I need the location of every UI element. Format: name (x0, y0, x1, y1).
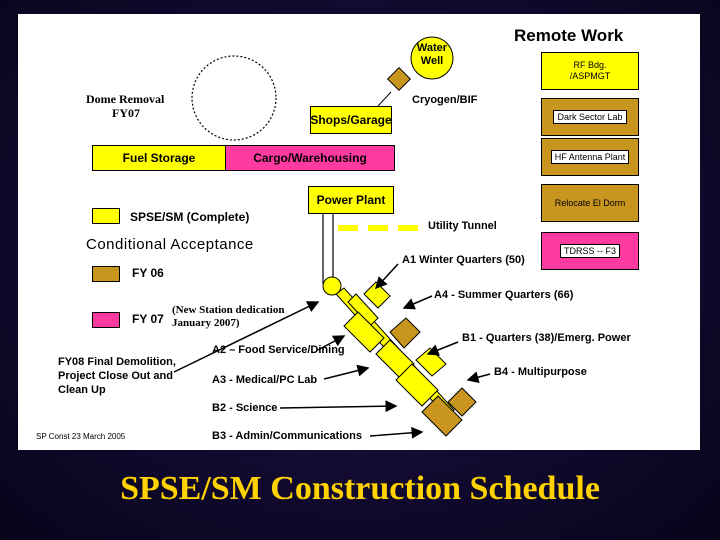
label-b1: B1 - Quarters (38)/Emerg. Power (462, 332, 631, 344)
cargo-warehousing-building: Cargo/Warehousing (225, 145, 395, 171)
slide-title: SPSE/SM Construction Schedule (120, 470, 600, 507)
arrow-a4 (402, 295, 433, 310)
legend-swatch-fy06 (92, 266, 120, 282)
diagram-graphics (173, 36, 491, 439)
legend-swatch-complete (92, 208, 120, 224)
utility-tunnel-label: Utility Tunnel (428, 220, 497, 232)
cryogen-building (386, 66, 412, 92)
power-plant-label: Power Plant (316, 193, 386, 207)
remote-item-tdrss: TDRSS -- F3 (541, 232, 639, 270)
fy08-line1: FY08 Final Demolition, (58, 356, 176, 368)
pod-b4 (415, 347, 447, 377)
pod-b3b (447, 387, 477, 417)
dome-removal-label: Dome Removal (86, 92, 165, 106)
cargo-warehousing-label: Cargo/Warehousing (253, 151, 367, 165)
remote-item-label: HF Antenna Plant (550, 150, 630, 164)
remote-item-rf-bdg: RF Bdg. /ASPMGT (541, 52, 639, 90)
arrow-a2 (317, 335, 346, 351)
cryogen-connector (377, 91, 392, 107)
shops-garage-label: Shops/Garage (310, 113, 392, 127)
arrow-b4 (466, 371, 491, 384)
legend-fy07-label: FY 07 (132, 312, 164, 326)
remote-item-label: RF Bdg. /ASPMGT (569, 60, 611, 81)
water-well-label: Water Well (416, 42, 448, 67)
pod-a2 (343, 311, 385, 353)
remote-item-hf-antenna-plant: HF Antenna Plant (541, 138, 639, 176)
pod-b1 (389, 317, 421, 349)
remote-item-dark-sector-lab: Dark Sector Lab (541, 98, 639, 136)
legend-dedication-line2: January 2007) (172, 317, 240, 329)
station-tower (322, 276, 342, 296)
label-b4: B4 - Multipurpose (494, 366, 587, 378)
label-a3: A3 - Medical/PC Lab (212, 374, 318, 386)
legend-conditional-heading: Conditional Acceptance (86, 236, 254, 253)
sp-const-date: SP Const 23 March 2005 (36, 432, 126, 441)
pod-b3a (421, 395, 463, 437)
legend-fy06-label: FY 06 (132, 266, 164, 280)
arrow-b1 (426, 341, 459, 356)
fy08-line2: Project Close Out and (58, 370, 173, 382)
legend-dedication-line1: (New Station dedication (172, 304, 285, 316)
legend-swatch-fy07 (92, 312, 120, 328)
arrow-a1 (374, 263, 399, 290)
arrow-b2 (279, 400, 398, 413)
dome-circle (191, 55, 277, 141)
label-a1: A1 Winter Quarters (50) (402, 254, 525, 266)
remote-item-label: Relocate El Dorm (554, 198, 626, 208)
remote-work-heading: Remote Work (514, 26, 624, 45)
fuel-storage-building: Fuel Storage (92, 145, 226, 171)
power-plant-building: Power Plant (308, 186, 394, 214)
pod-b2 (395, 363, 439, 407)
water-well-circle (410, 36, 454, 80)
arrow-fy08 (173, 301, 320, 373)
arrow-a3 (323, 364, 370, 380)
fy08-line3: Clean Up (58, 384, 106, 396)
label-b2: B2 - Science (212, 402, 278, 414)
shops-garage-building: Shops/Garage (310, 106, 392, 134)
remote-item-relocate-el-dorm: Relocate El Dorm (541, 184, 639, 222)
label-b3: B3 - Admin/Communications (212, 430, 362, 442)
fuel-storage-label: Fuel Storage (122, 151, 196, 165)
dome-removal-year: FY07 (112, 106, 140, 120)
pod-a4 (363, 281, 391, 309)
remote-item-label: Dark Sector Lab (553, 110, 627, 124)
remote-item-label: TDRSS -- F3 (559, 244, 620, 258)
diagram-panel: Water Well Cryogen/BIF Dome Removal FY07… (18, 14, 700, 450)
legend-complete-label: SPSE/SM (Complete) (130, 210, 250, 224)
cryogen-label: Cryogen/BIF (412, 94, 478, 106)
label-a2: A2 – Food Service/Dining (212, 344, 345, 356)
pod-a3 (375, 339, 415, 379)
label-a4: A4 - Summer Quarters (66) (434, 289, 574, 301)
arrow-b3 (369, 426, 424, 439)
